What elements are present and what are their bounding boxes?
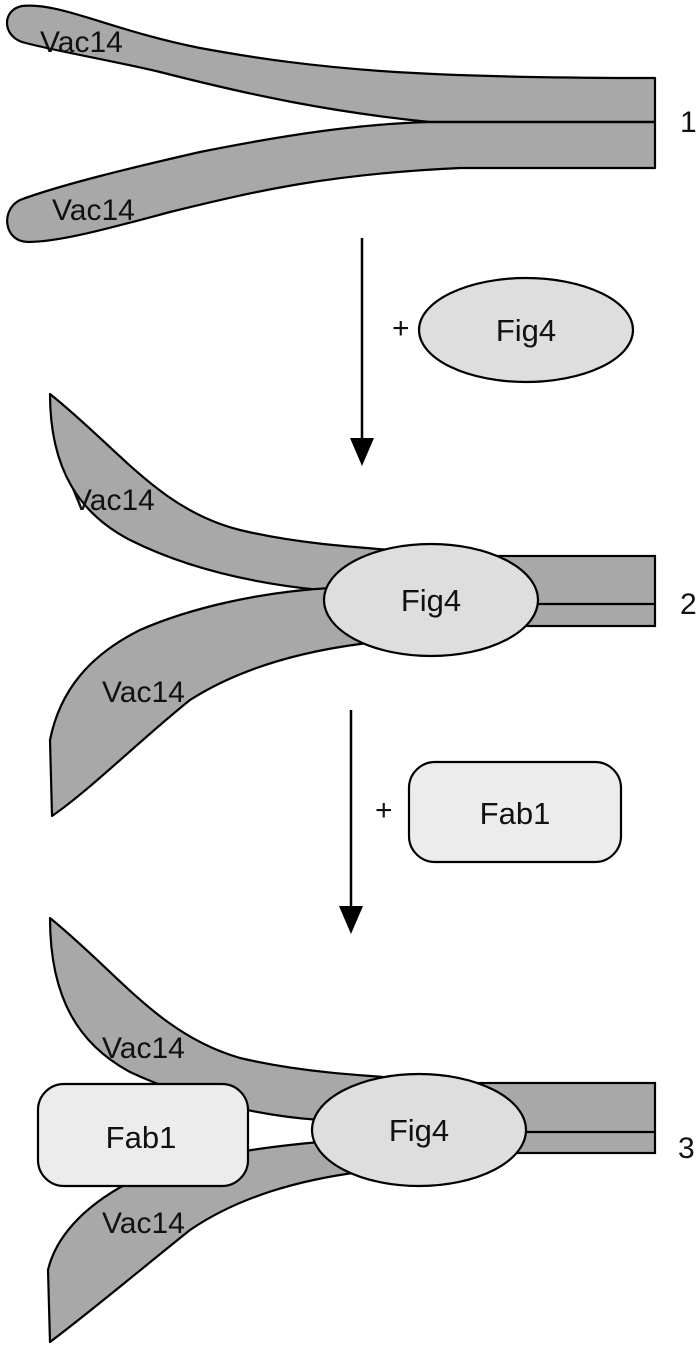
stage-2-bottom-arm-label: Vac14 <box>102 676 185 709</box>
step-2: + Fab1 <box>339 710 623 934</box>
step-2-plus-sign: + <box>375 794 393 827</box>
step-2-arrow-head <box>339 906 363 934</box>
stage-1-bottom-vac14-arm <box>6 120 657 244</box>
step-1-plus-sign: + <box>392 312 410 345</box>
stage-3-bottom-arm-label: Vac14 <box>102 1207 185 1240</box>
stage-3: Fab1 Fig4 Vac14 Vac14 3 <box>36 916 695 1344</box>
stage-2-fig4-label: Fig4 <box>401 583 461 618</box>
stage-3-fig4-label: Fig4 <box>389 1113 449 1148</box>
step-2-fab1-shape <box>407 760 623 864</box>
stage-1-top-arm-label: Vac14 <box>40 26 123 59</box>
step-2-fab1-label: Fab1 <box>480 796 551 831</box>
stage-2-fig4-shape <box>322 542 540 658</box>
step-1-arrow-head <box>350 438 374 466</box>
stage-3-fab1-shape <box>36 1082 250 1188</box>
step-1: + Fig4 <box>350 238 635 466</box>
stage-2-top-arm-label: Vac14 <box>72 484 155 517</box>
stage-1-bottom-arm-label: Vac14 <box>52 194 135 227</box>
stage-2: Fig4 Vac14 Vac14 2 <box>48 392 697 818</box>
stage-3-fig4-shape <box>310 1072 528 1188</box>
stage-1-number: 1 <box>680 106 697 139</box>
step-1-fig4-label: Fig4 <box>496 313 556 348</box>
stage-1: Vac14 Vac14 1 <box>6 4 697 244</box>
stage-3-fab1-label: Fab1 <box>106 1120 177 1155</box>
stage-2-number: 2 <box>680 588 697 621</box>
stage-1-top-vac14-arm <box>6 4 657 124</box>
stage-3-number: 3 <box>678 1132 695 1165</box>
step-1-fig4-shape <box>417 276 635 384</box>
stage-3-top-arm-label: Vac14 <box>102 1032 185 1065</box>
